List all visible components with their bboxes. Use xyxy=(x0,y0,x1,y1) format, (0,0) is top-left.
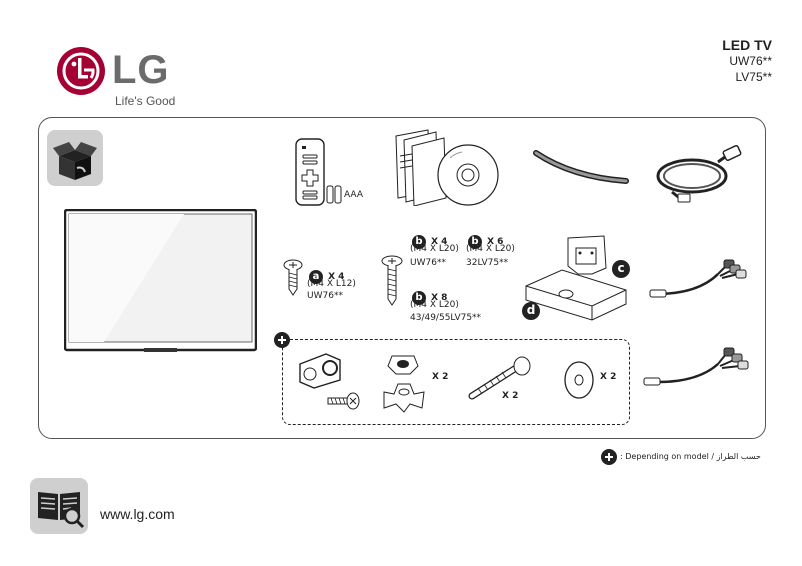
stand-d-badge-wrap: d xyxy=(522,299,540,320)
long-bolt-qty: X 2 xyxy=(502,391,519,401)
cable-holder-icon xyxy=(532,147,630,189)
screw-a-model: UW76** xyxy=(307,291,343,301)
tagline: Life's Good xyxy=(115,94,176,108)
manuals-cd-icon xyxy=(392,126,500,207)
screw-a-size: (M4 X L12) xyxy=(307,279,356,289)
screw-a-icon xyxy=(283,259,303,297)
screw-b1-model: UW76** xyxy=(410,258,446,268)
screw-b2-size: (M4 X L20) xyxy=(466,244,515,254)
wing-nut-qty: X 2 xyxy=(432,372,449,382)
wing-nut-icon xyxy=(380,350,430,416)
lg-logo xyxy=(56,46,106,96)
screw-b2-model: 32LV75** xyxy=(466,258,509,268)
screw-b3-qty: X 8 xyxy=(431,293,448,303)
stand-icon xyxy=(522,234,632,324)
box-contents-icon xyxy=(47,130,103,186)
screw-b1-size: (M4 X L20) xyxy=(410,244,459,254)
battery-label: AAA xyxy=(344,190,363,200)
product-type: LED TV xyxy=(722,37,772,53)
screw-b3-size: (M4 X L20) xyxy=(410,300,459,310)
screw-a-qty: X 4 xyxy=(328,272,345,282)
power-cord-icon xyxy=(652,142,744,204)
badge-d: d xyxy=(522,302,540,320)
screw-b-icon xyxy=(381,255,403,307)
screw-b1-qty: X 4 xyxy=(431,237,448,247)
remote-control-icon xyxy=(295,138,325,206)
av-cable-icon-1 xyxy=(648,254,748,304)
optional-plus-icon xyxy=(274,332,290,348)
badge-b2: b xyxy=(468,235,482,249)
lg-face-icon xyxy=(57,47,105,95)
cable-clip-icon xyxy=(296,350,346,390)
badge-b1: b xyxy=(412,235,426,249)
lg-website-link[interactable]: www.lg.com xyxy=(100,506,175,522)
stand-c-badge-wrap: c xyxy=(612,257,630,278)
model-line-1: UW76** xyxy=(729,54,772,68)
washer-icon xyxy=(562,360,596,400)
clip-screw-icon xyxy=(326,391,362,411)
footnote-plus-icon xyxy=(601,449,617,465)
av-cable-icon-2 xyxy=(642,344,752,394)
screw-b3-label: b X 8 xyxy=(412,285,447,305)
badge-a: a xyxy=(309,270,323,284)
badge-c: c xyxy=(612,260,630,278)
screw-b2-label: b X 6 xyxy=(468,229,503,249)
manual-search-icon xyxy=(30,478,88,534)
optional-items-box xyxy=(282,339,630,425)
depending-on-model-note: : Depending on model / حسب الطراز xyxy=(620,452,761,461)
screw-b1-label: b X 4 xyxy=(412,229,447,249)
washer-qty: X 2 xyxy=(600,372,617,382)
model-line-2: LV75** xyxy=(735,70,772,84)
tv-illustration xyxy=(63,208,258,355)
battery-icon xyxy=(326,184,342,204)
badge-b3: b xyxy=(412,291,426,305)
long-bolt-icon xyxy=(468,356,534,402)
screw-b2-qty: X 6 xyxy=(487,237,504,247)
screw-a-label: a X 4 xyxy=(309,264,344,284)
screw-b3-model: 43/49/55LV75** xyxy=(410,313,482,323)
logo-text: LG xyxy=(112,48,170,92)
contents-frame xyxy=(38,117,766,439)
